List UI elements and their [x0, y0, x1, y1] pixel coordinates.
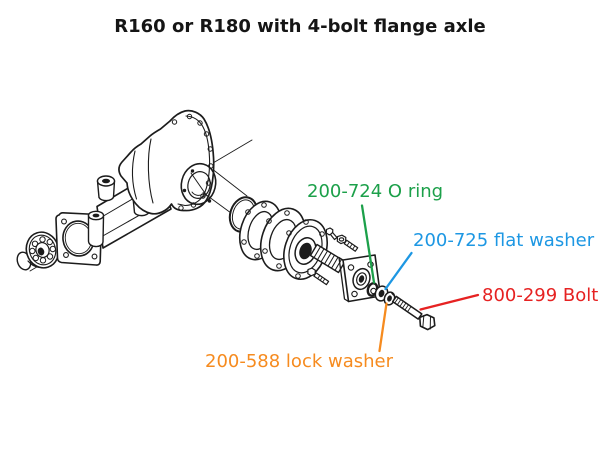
leader-line-lock-washer [378, 302, 388, 353]
label-bolt: 800-299 Bolt [482, 285, 599, 306]
small-flange-bolts [307, 227, 359, 286]
label-o-ring: 200-724 O ring [307, 181, 444, 202]
cover-bolt-holes [171, 113, 214, 211]
pinion-retainer [283, 219, 328, 280]
rear-cover-opening [180, 162, 217, 206]
axle-tube-flange [55, 210, 105, 266]
label-lock-washer: 200-588 lock washer [205, 351, 393, 372]
projection-lines [202, 169, 248, 214]
leader-line-flat-washer [384, 251, 413, 291]
splined-pinion-shaft [309, 243, 346, 274]
leader-line-bolt [419, 293, 480, 311]
companion-flange [338, 254, 382, 303]
bolt-part [391, 295, 436, 331]
side-bearing [16, 231, 60, 271]
differential-housing [118, 109, 217, 215]
label-flat-washer: 200-725 flat washer [413, 230, 595, 251]
page-title: R160 or R180 with 4-bolt flange axle [114, 16, 486, 37]
leader-line-o-ring [360, 204, 376, 284]
